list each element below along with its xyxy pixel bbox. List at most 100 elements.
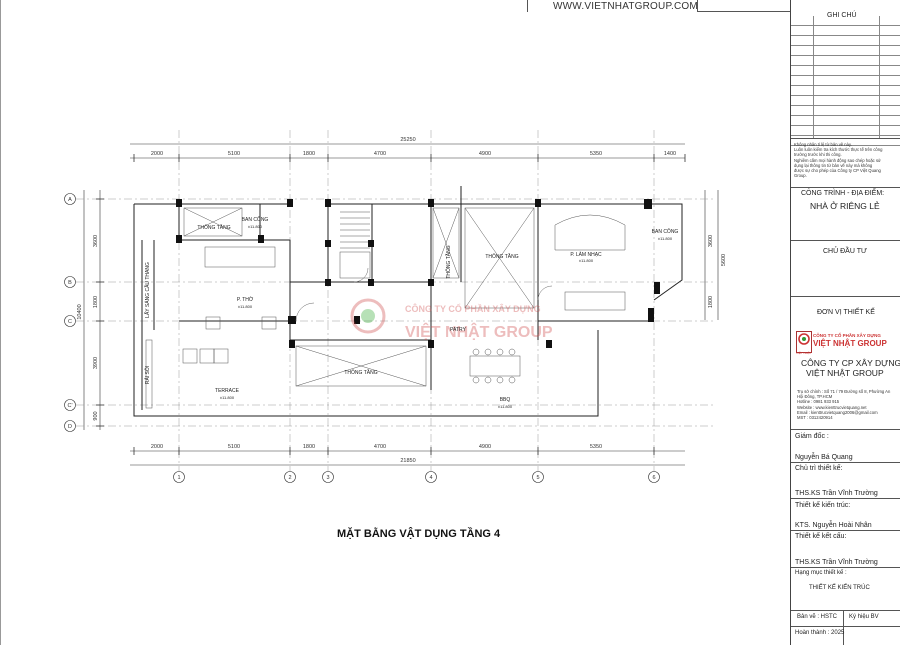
project-label: CÔNG TRÌNH - ĐỊA ĐIỂM: [801,190,885,197]
grid-label-col: 5 [536,475,539,481]
chief-name: THS.KS Trần Vĩnh Trường [795,490,878,497]
dim-bottom: 4900 [479,444,491,450]
company-logo-icon [796,331,812,353]
grid-label-row: B [68,280,72,286]
note-line: trường trước khi thi công. [794,152,842,158]
grid-label-col: 2 [288,475,291,481]
void-box [432,207,460,279]
note-line: Nghiêm cấm mọi hành động sao chép hoặc s… [794,157,881,163]
frame-top-line [527,0,528,12]
dim-bottom: 1800 [303,444,315,450]
note-line: Luôn luôn kiểm tra kích thước thực tế tr… [794,147,883,153]
item-value: THIẾT KẾ KIẾN TRÚC [809,585,870,591]
grid-label-col: 6 [652,475,655,481]
dim-total-bottom: 21850 [400,458,415,464]
staircase [339,211,371,279]
level-label: ±11.800 [498,404,513,409]
title-block: GHI CHÚ Không nhân tỉ lệ từ bản vẽ này. … [790,0,900,645]
piano [564,291,626,311]
grid-label-row: A [68,197,72,203]
dining-table [469,355,521,377]
grid-label-row: D [68,424,72,430]
level-label: ±11.800 [248,224,263,229]
address-line: Hội Đông, TP.HCM [797,394,833,400]
dim-left: 3900 [93,357,99,369]
frame-top-rule [697,11,790,12]
owner-label: CHỦ ĐẦU TƯ [823,248,867,255]
dim-top: 2000 [151,151,163,157]
logo-badge: VIỆT NHẬT [796,351,812,355]
project-name: NHÀ Ở RIÊNG LẺ [810,201,880,211]
room-label: THÔNG TẦNG [485,253,518,260]
void-box [183,207,243,237]
floor-plan-drawing: 25250 2000 5100 1800 4700 4900 5350 1400… [64,130,727,483]
company-name-line1: CÔNG TY CP XÂY DỰNG [801,358,900,368]
room-label: P. THỜ [237,296,254,303]
level-label: ±11.800 [658,236,673,241]
note-line: dụng lại thông tin từ bản vẽ này mà khôn… [794,162,873,168]
notes-grid [791,16,900,146]
symbol-label: Ký hiệu BV [849,614,879,620]
room-label: BBQ [500,397,511,403]
chief-label: Chủ trì thiết kế: [795,465,843,472]
room-label: PATRY [450,327,467,333]
watermark-logo [350,298,386,334]
level-label: ±11.800 [220,395,235,400]
exterior-wall [328,203,683,301]
dim-top: 1800 [303,151,315,157]
room-label: THÔNG TẦNG [197,224,230,231]
frame-top-line [697,0,698,12]
grid-label-col: 3 [326,475,329,481]
website-url: WWW.VIETNHATGROUP.COM [553,1,698,12]
inner-wall [179,239,291,321]
designer-label: ĐƠN VỊ THIẾT KẾ [817,309,875,316]
chair [213,348,229,364]
dim-top: 4700 [374,151,386,157]
level-label: ±11.800 [238,304,253,309]
grid-label-row: C' [67,403,72,409]
dim-left: 1800 [93,296,99,308]
dim-total-top: 25250 [400,137,415,143]
watermark-brand: VIỆT NHẬT GROUP [405,322,553,341]
arch-label: Thiết kế kiến trúc: [795,502,851,509]
address-line: Website : www.kienttrucvietquang.net [797,404,867,410]
dim-bottom: 2000 [151,444,163,450]
dim-right-total: 5600 [721,254,727,266]
dim-top: 4900 [479,151,491,157]
dim-top: 5350 [590,151,602,157]
dim-top: 1400 [664,151,676,157]
note-line: được sự cho phép của Công ty CP Việt Qua… [794,168,881,174]
struct-label: Thiết kế kết cấu: [795,533,847,540]
chair [199,348,215,364]
director-name: Nguyễn Bá Quang [795,454,853,461]
company-name-line2: VIỆT NHẬT GROUP [806,368,884,378]
grid-label-col: 4 [429,475,432,481]
grid-label-row: C [68,319,72,325]
room-label: P. LÀM NHẠC [570,251,602,258]
drawing-title: MẶT BẰNG VẬT DỤNG TẦNG 4 [337,528,501,540]
director-label: Giám đốc : [795,433,829,440]
dim-right: 3600 [708,235,714,247]
address-line: MST : 0312420914 [797,415,833,421]
room-label: RẢI SỎI [144,366,151,384]
completed-label: Hoàn thành : 2025 [795,630,845,636]
watermark-company: CÔNG TY CỔ PHẦN XÂY DỰNG [405,303,541,314]
dim-bottom: 4700 [374,444,386,450]
dim-left: 900 [93,411,99,420]
music-desk [554,214,626,251]
room-label: THÔNG TẦNG [445,245,452,278]
dim-bottom: 5100 [228,444,240,450]
void-box [464,207,535,309]
level-label: ±11.800 [579,258,594,263]
dim-left-total: 10400 [77,304,83,319]
address-line: Trụ sở chính : Số 71 / 79 Đường số 8, Ph… [797,389,891,394]
dim-right: 1800 [708,296,714,308]
logo-line1: CÔNG TY CỔ PHẦN XÂY DỰNG [813,333,881,338]
chair [261,316,277,330]
struct-name: THS.KS Trần Vĩnh Trường [795,559,878,566]
chair [182,348,198,364]
room-label: LẤY SÁNG CẦU THANG [144,262,151,318]
notes-title: GHI CHÚ [827,12,857,19]
arch-name: KTS. Nguyễn Hoài Nhân [795,522,872,529]
address-line: Email : kienttrucvietquang2006@gmail.com [797,409,878,415]
